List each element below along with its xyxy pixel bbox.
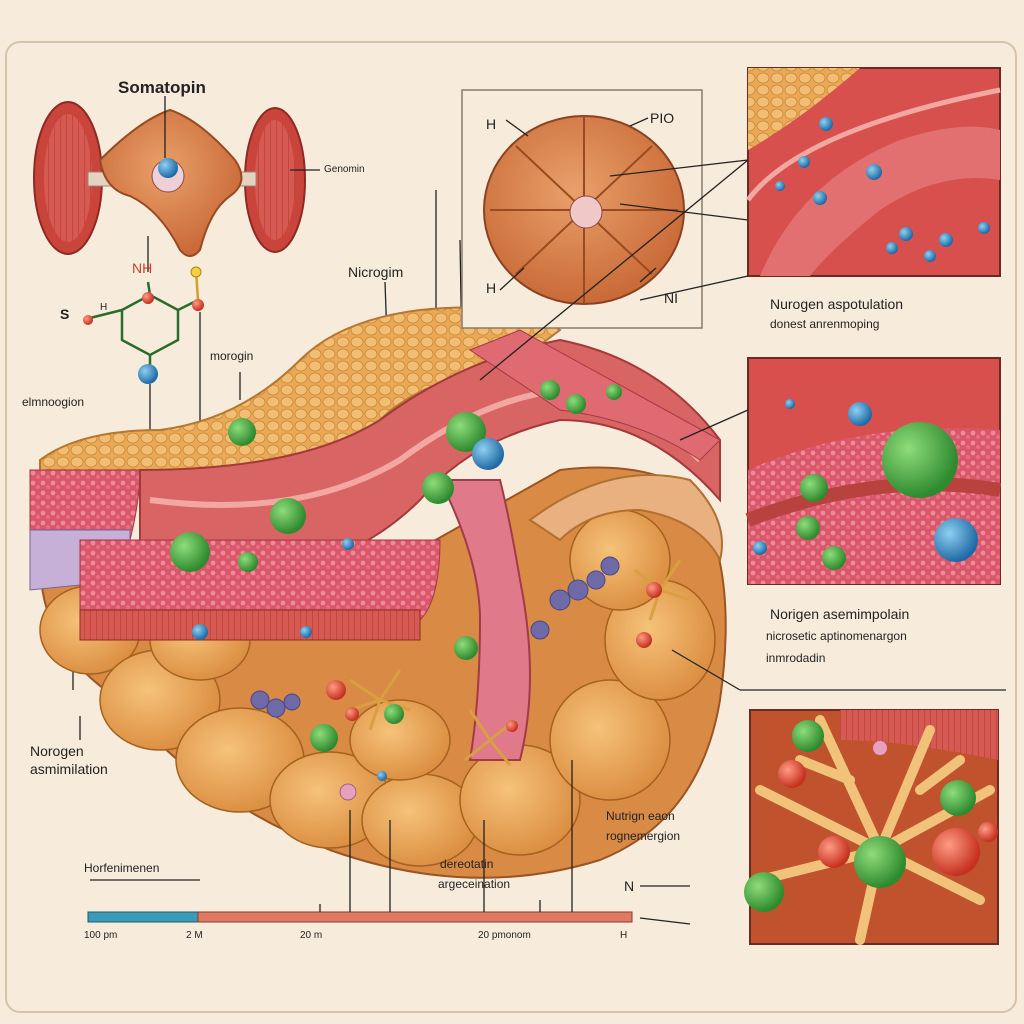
label-n-right: N: [624, 878, 635, 894]
inset-middle-title: Norigen asemimpolain: [770, 606, 910, 622]
label-rognemergion: rognemergion: [606, 829, 681, 843]
label-s: S: [60, 306, 70, 322]
label-morogin: morogin: [210, 349, 254, 363]
label-dereotatin: dereotatin: [440, 857, 494, 871]
label-elmnoogion: elmnoogion: [22, 395, 85, 409]
inset-top-subtitle: donest anrenmoping: [770, 317, 880, 331]
inset-middle-line2: inmrodadin: [766, 651, 826, 665]
label-nutrign-eaon: Nutrign eaon: [606, 809, 675, 823]
label-norogen-assimilation: Norogen asmimilation: [30, 743, 108, 778]
label-pio: PIO: [650, 110, 675, 126]
scale-label-100pm: 100 pm: [84, 930, 118, 941]
inset-middle-image: [745, 357, 1002, 585]
scale-label-20m: 20 m: [300, 930, 323, 941]
label-argecenation: argeceination: [438, 877, 511, 891]
diagram-title: Somatopin: [118, 78, 206, 97]
inset-middle-line1: nicrosetic aptinomenargon: [766, 629, 907, 643]
molecule-icon: [89, 269, 200, 372]
stomach-cross-section-icon: [483, 115, 685, 305]
label-h-small: H: [100, 302, 108, 313]
muscle-disc-icon: [33, 101, 306, 257]
label-genomin: Genomin: [324, 164, 365, 175]
scale-bar-icon: [87, 760, 691, 925]
label-nh: NH: [132, 260, 153, 276]
label-horfenimenen: Horfenimenen: [84, 861, 160, 875]
inset-top-title: Nurogen aspotulation: [770, 296, 904, 312]
label-ni: NI: [664, 290, 678, 306]
label-h-bottom: H: [486, 280, 497, 296]
scale-label-20pmonom: 20 pmonom: [478, 930, 531, 941]
cell-particle-icon: [170, 380, 662, 801]
scale-label-h: H: [620, 930, 628, 941]
inset-top-image: [745, 67, 1001, 277]
label-h-left: H: [486, 116, 497, 132]
label-nicrogim: Nicrogim: [348, 264, 404, 280]
inset-bottom-image: [744, 709, 999, 945]
scale-label-2m: 2 M: [186, 930, 203, 941]
page-frame: [5, 41, 1017, 1013]
